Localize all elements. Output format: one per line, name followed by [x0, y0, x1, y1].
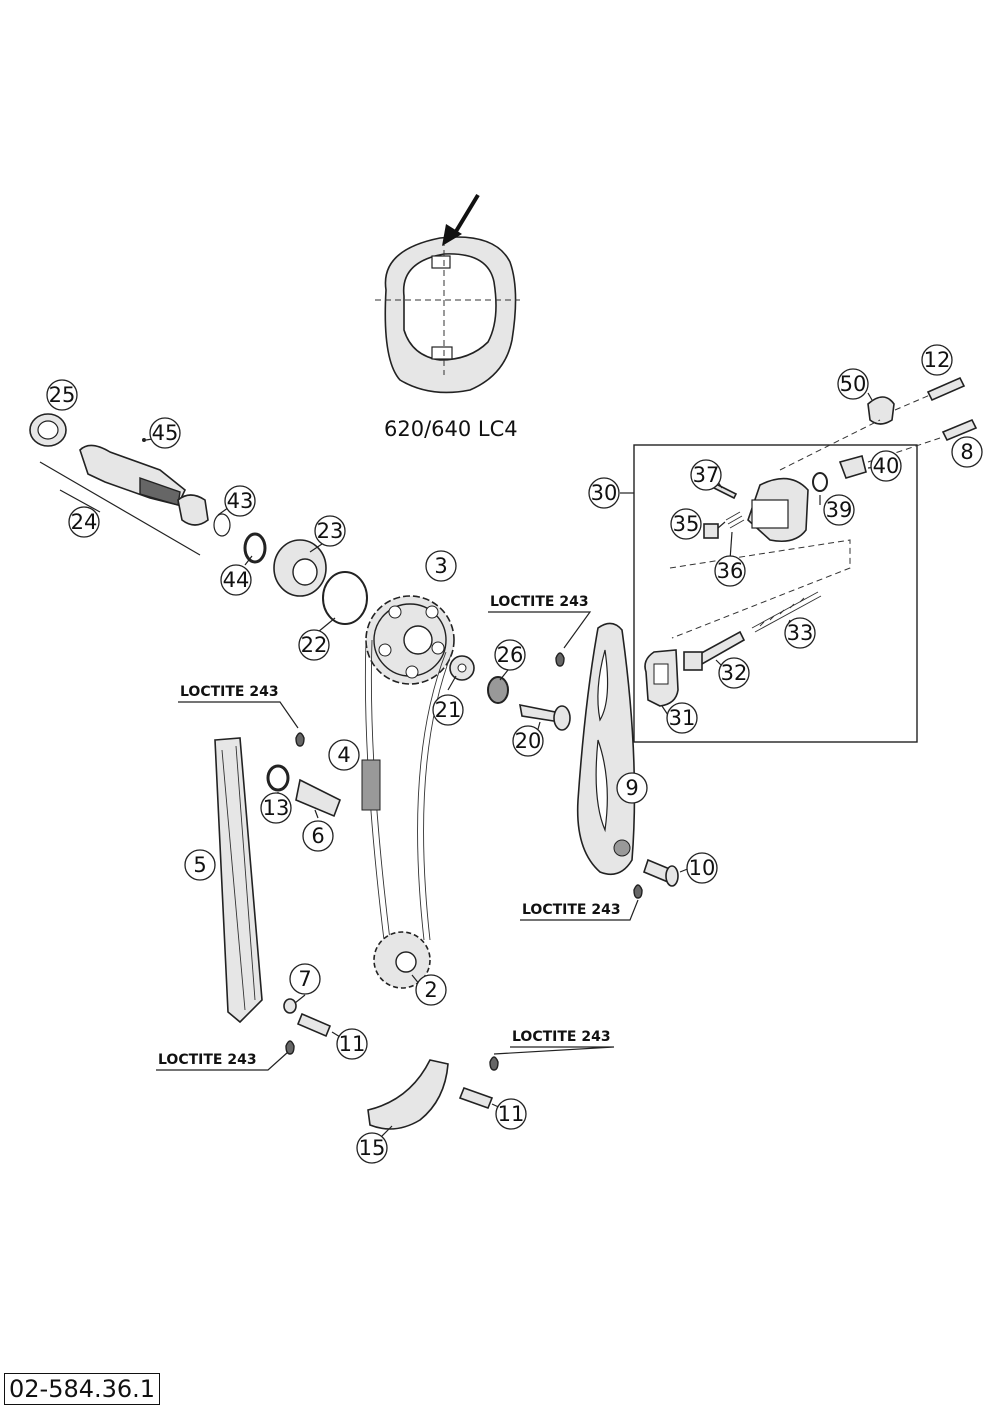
loctite-label-5: LOCTITE 243 — [512, 1029, 611, 1045]
svg-text:11: 11 — [498, 1102, 525, 1126]
callout-44: 44 — [220, 564, 252, 596]
callout-9: 9 — [616, 772, 648, 804]
svg-text:2: 2 — [424, 978, 437, 1002]
callout-4: 4 — [328, 739, 360, 771]
callout-7: 7 — [289, 963, 321, 995]
callout-30: 30 — [588, 477, 620, 509]
svg-text:5: 5 — [193, 853, 206, 877]
svg-text:25: 25 — [49, 383, 76, 407]
svg-text:4: 4 — [337, 743, 350, 767]
chain-guide-rail — [214, 737, 263, 1024]
loctite-label-1: LOCTITE 243 — [180, 684, 279, 700]
svg-text:39: 39 — [826, 498, 853, 522]
callout-15: 15 — [356, 1132, 388, 1164]
svg-text:11: 11 — [339, 1032, 366, 1056]
callout-11-a: 11 — [336, 1028, 368, 1060]
callout-24: 24 — [68, 506, 100, 538]
callout-31: 31 — [666, 702, 698, 734]
callout-43: 43 — [224, 485, 256, 517]
svg-text:30: 30 — [591, 481, 618, 505]
svg-text:7: 7 — [298, 967, 311, 991]
callout-45: 45 — [149, 417, 181, 449]
diagram-caption: 620/640 LC4 — [384, 417, 518, 441]
callout-22: 22 — [298, 629, 330, 661]
svg-text:50: 50 — [840, 372, 867, 396]
svg-text:37: 37 — [693, 463, 720, 487]
svg-text:15: 15 — [359, 1136, 386, 1160]
callout-39: 39 — [823, 494, 855, 526]
svg-text:40: 40 — [873, 454, 900, 478]
callout-10: 10 — [686, 852, 718, 884]
callout-40: 40 — [870, 450, 902, 482]
svg-text:3: 3 — [434, 554, 447, 578]
callout-8: 8 — [951, 436, 983, 468]
svg-text:31: 31 — [669, 706, 696, 730]
callout-36: 36 — [714, 555, 746, 587]
callout-23: 23 — [314, 515, 346, 547]
callout-50: 50 — [837, 368, 869, 400]
svg-text:45: 45 — [152, 421, 179, 445]
svg-text:13: 13 — [263, 796, 290, 820]
sealant-drop-3 — [633, 884, 643, 899]
svg-text:21: 21 — [435, 698, 462, 722]
callout-2: 2 — [415, 974, 447, 1006]
crank-sprocket — [373, 931, 431, 989]
callout-37: 37 — [690, 459, 722, 491]
sealant-drop-4 — [285, 1040, 295, 1055]
callout-20: 20 — [512, 725, 544, 757]
callout-11-b: 11 — [495, 1098, 527, 1130]
cam-detail-illustration — [375, 193, 520, 394]
camshaft-group — [29, 413, 368, 633]
loctite-label-4: LOCTITE 243 — [158, 1052, 257, 1068]
callout-12: 12 — [921, 344, 953, 376]
svg-text:20: 20 — [515, 729, 542, 753]
sealant-drop-2 — [555, 652, 565, 667]
svg-text:44: 44 — [223, 568, 250, 592]
loctite-label-3: LOCTITE 243 — [522, 902, 621, 918]
callout-5: 5 — [184, 849, 216, 881]
svg-text:10: 10 — [689, 856, 716, 880]
svg-text:32: 32 — [721, 661, 748, 685]
callout-6: 6 — [302, 820, 334, 852]
svg-text:22: 22 — [301, 633, 328, 657]
svg-text:9: 9 — [625, 776, 638, 800]
svg-text:23: 23 — [317, 519, 344, 543]
callout-25: 25 — [46, 379, 78, 411]
callout-21: 21 — [432, 694, 464, 726]
callout-3: 3 — [425, 550, 457, 582]
callout-32: 32 — [718, 657, 750, 689]
svg-text:43: 43 — [227, 489, 254, 513]
callout-35: 35 — [670, 508, 702, 540]
sealant-drop-5 — [489, 1056, 499, 1071]
svg-text:36: 36 — [717, 559, 744, 583]
loctite-label-2: LOCTITE 243 — [490, 594, 589, 610]
svg-text:33: 33 — [787, 621, 814, 645]
tensioner-rail — [576, 622, 636, 876]
callout-26: 26 — [494, 639, 526, 671]
callout-13: 13 — [260, 792, 292, 824]
svg-text:8: 8 — [960, 440, 973, 464]
timing-chain — [361, 639, 453, 941]
svg-text:35: 35 — [673, 512, 700, 536]
sealant-drop-1 — [295, 732, 305, 747]
svg-text:6: 6 — [311, 824, 324, 848]
callout-layer: 25 45 24 43 44 23 22 3 26 21 20 4 13 6 5… — [46, 344, 983, 1164]
document-id-label: 02-584.36.1 — [4, 1373, 161, 1405]
svg-text:26: 26 — [497, 643, 524, 667]
svg-text:12: 12 — [924, 348, 951, 372]
svg-text:24: 24 — [71, 510, 98, 534]
cam-sprocket — [365, 595, 455, 685]
tensioner-assembly-box — [620, 444, 918, 743]
callout-33: 33 — [784, 617, 816, 649]
